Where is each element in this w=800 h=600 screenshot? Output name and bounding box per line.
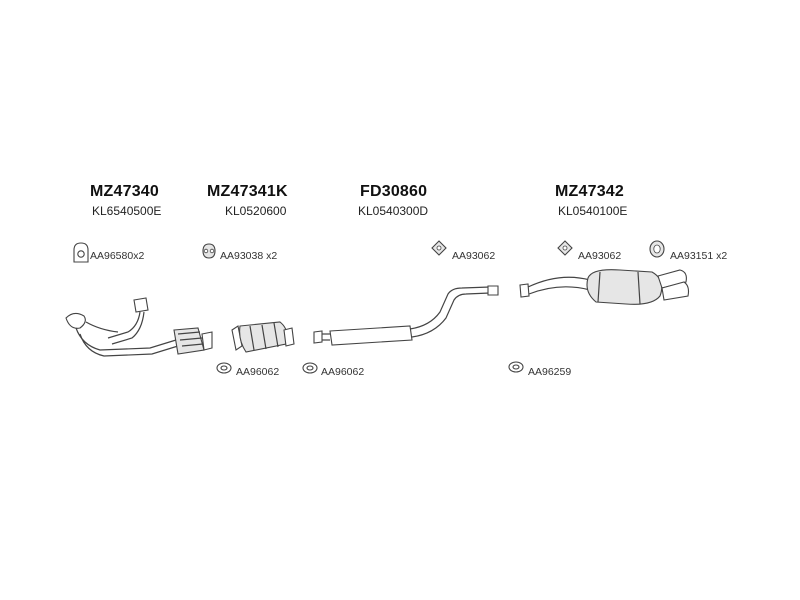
- ring-gasket-icon[interactable]: [508, 361, 524, 373]
- accessory-label-mount-3[interactable]: AA93062: [578, 250, 622, 262]
- oem-number-catalytic-converter: KL0520600: [225, 204, 287, 218]
- part-number-rear-silencer[interactable]: MZ47342: [555, 183, 624, 200]
- accessory-label-ring-2[interactable]: AA96062: [321, 366, 365, 378]
- rubber-ring-icon[interactable]: [649, 240, 665, 258]
- oem-number-middle-silencer: KL0540300D: [358, 204, 429, 218]
- accessory-label-mount-1[interactable]: AA93038 x2: [220, 250, 278, 262]
- accessory-label-ring-1[interactable]: AA96062: [236, 366, 280, 378]
- accessory-label-rubber-ring[interactable]: AA93151 x2: [670, 250, 728, 262]
- accessory-label-mount-2[interactable]: AA93062: [452, 250, 496, 262]
- front-pipe-illustration[interactable]: [65, 297, 213, 357]
- accessory-label-ring-3[interactable]: AA96259: [528, 366, 572, 378]
- accessory-label-gasket[interactable]: AA96580x2: [90, 250, 145, 262]
- oem-number-front-pipe: KL6540500E: [92, 204, 162, 218]
- rubber-mount-icon[interactable]: [202, 243, 216, 259]
- part-number-middle-silencer[interactable]: FD30860: [360, 183, 428, 200]
- rubber-mount-icon[interactable]: [557, 240, 573, 256]
- rear-silencer-illustration[interactable]: [519, 269, 690, 305]
- part-number-catalytic-converter[interactable]: MZ47341K: [207, 183, 288, 200]
- ring-gasket-icon[interactable]: [216, 362, 232, 374]
- oem-number-rear-silencer: KL0540100E: [558, 204, 628, 218]
- catalytic-converter-illustration[interactable]: [231, 321, 295, 353]
- gasket-icon[interactable]: [73, 242, 89, 263]
- ring-gasket-icon[interactable]: [302, 362, 318, 374]
- middle-silencer-illustration[interactable]: [313, 285, 499, 346]
- rubber-mount-icon[interactable]: [431, 240, 447, 256]
- part-number-front-pipe[interactable]: MZ47340: [90, 183, 159, 200]
